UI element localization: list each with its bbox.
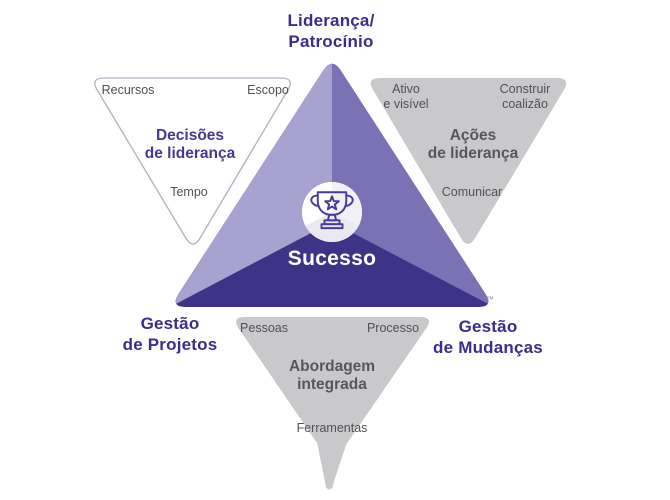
project-management-label: Gestão de Projetos: [122, 314, 218, 354]
leadership-decisions-label: Decisões de liderança: [144, 127, 236, 162]
leadership-actions-triangle: [370, 78, 567, 244]
success-label: Sucesso: [287, 247, 377, 270]
leadership-actions-label: Ações de liderança: [427, 127, 519, 162]
people-label: Pessoas: [240, 321, 288, 335]
active-visible-label: Ativo e visível: [383, 82, 429, 111]
scope-label: Escopo: [247, 83, 289, 97]
trademark-symbol: ™: [486, 295, 494, 304]
integrated-approach-triangle-tip: [317, 442, 347, 490]
communicate-label: Comunicar: [441, 185, 503, 199]
change-management-label: Gestão de Mudanças: [433, 317, 543, 357]
leadership-sponsorship-label: Liderança/ Patrocínio: [287, 11, 375, 51]
success-circle: [301, 181, 363, 243]
integrated-approach-triangle: [236, 317, 429, 490]
build-coalition-label: Construir coalizão: [499, 82, 551, 111]
resources-label: Recursos: [101, 83, 155, 97]
leadership-decisions-triangle: [94, 77, 291, 245]
integrated-approach-label: Abordagem integrada: [288, 358, 376, 393]
trophy-icon: [310, 191, 354, 230]
tools-label: Ferramentas: [296, 421, 368, 435]
star-icon: [324, 195, 340, 211]
process-label: Processo: [366, 321, 420, 335]
time-label: Tempo: [170, 185, 208, 199]
